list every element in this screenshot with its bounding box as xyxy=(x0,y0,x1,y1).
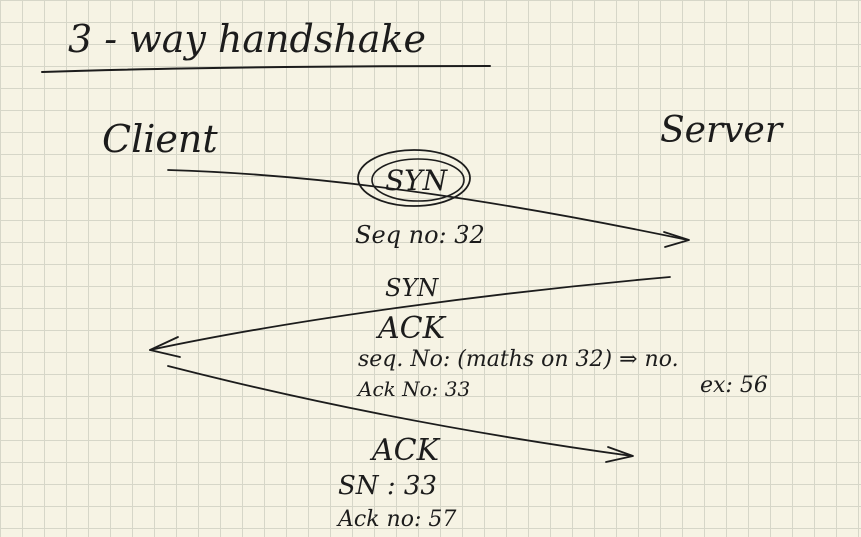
syn-circle-inner xyxy=(371,158,465,202)
server-label: Server xyxy=(660,110,784,151)
syn-circle-outer xyxy=(357,149,471,207)
ack-arrow xyxy=(167,365,633,457)
synack-example: ex: 56 xyxy=(700,373,768,398)
ack-arrowhead xyxy=(605,446,634,463)
syn-arrow xyxy=(167,169,689,241)
client-label: Client xyxy=(102,117,218,161)
title-underline xyxy=(41,65,491,73)
ack-sn-detail: SN : 33 xyxy=(338,471,437,501)
syn-arrowhead xyxy=(663,231,690,248)
synack-ack-detail: Ack No: 33 xyxy=(356,377,470,401)
syn-label: SYN xyxy=(385,164,449,197)
ack-ackno-detail: Ack no: 57 xyxy=(336,507,456,532)
syn-seq-detail: Seq no: 32 xyxy=(355,221,485,249)
synack-label-ack: ACK xyxy=(375,311,447,346)
synack-arrowhead xyxy=(149,336,181,358)
synack-seq-detail: seq. No: (maths on 32) ⇒ no. xyxy=(358,347,679,372)
ack-label: ACK xyxy=(369,433,441,468)
page-title: 3 - way handshake xyxy=(68,17,426,61)
synack-arrow xyxy=(149,276,671,351)
synack-label-syn: SYN xyxy=(385,274,439,302)
